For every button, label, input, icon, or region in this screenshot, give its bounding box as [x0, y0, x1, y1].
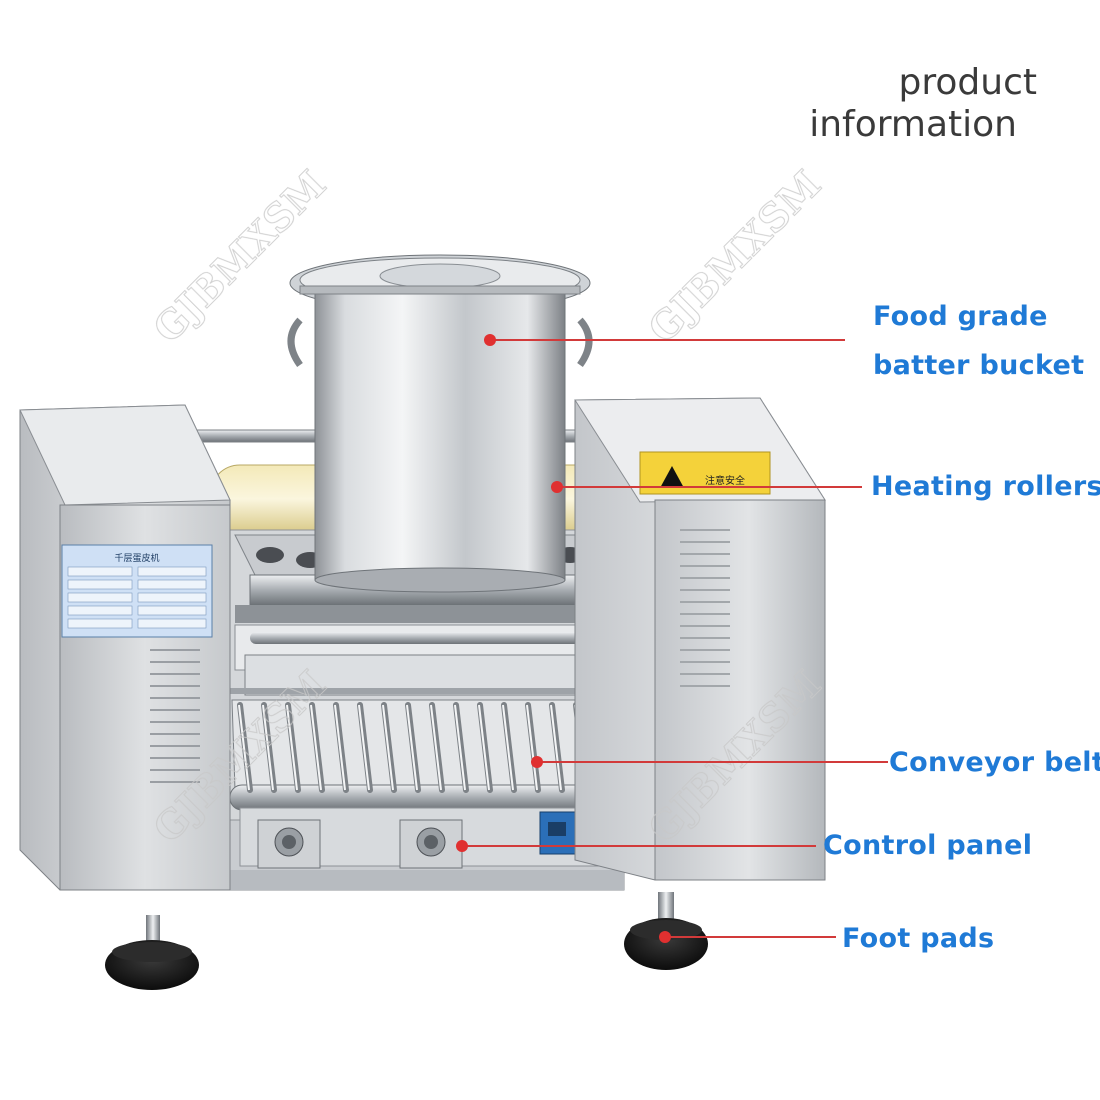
nameplate-cell: [137, 605, 207, 616]
conveyor-rod-highlight: [310, 704, 322, 791]
nameplate-cell: [137, 579, 207, 590]
leader-dot-conveyor: [531, 756, 543, 768]
callout-heating-rollers: Heating rollers: [871, 462, 1100, 511]
conveyor-rod-highlight: [526, 704, 538, 791]
control-panel: [239, 807, 631, 869]
conveyor-rod-highlight: [502, 704, 514, 791]
nameplate-cell: [67, 618, 133, 629]
watermark: GJBMXSM: [145, 161, 335, 351]
callout-foot-line-1: Foot pads: [842, 923, 995, 954]
leader-dot-bucket: [484, 334, 496, 346]
nameplate-cell: [137, 566, 207, 577]
callout-bucket-line-1: Food grade: [873, 301, 1048, 332]
conveyor-rod-highlight: [454, 704, 466, 791]
callout-rollers-line-1: Heating rollers: [871, 471, 1100, 502]
nameplate-cell: [137, 592, 207, 603]
conveyor-rod-highlight: [262, 704, 274, 791]
product-information-heading: product information: [780, 62, 1080, 146]
leader-dot-foot: [659, 931, 671, 943]
callout-foot-pads: Foot pads: [842, 914, 994, 963]
nameplate-cell: [137, 618, 207, 629]
leader-lines: [456, 334, 888, 943]
nameplate-title: 千层蛋皮机: [114, 552, 159, 564]
callout-control-line-1: Control panel: [823, 830, 1033, 861]
callout-conveyor-line-1: Conveyor belt: [889, 747, 1100, 778]
conveyor-rod-highlight: [286, 704, 298, 791]
callout-batter-bucket: Food grade batter bucket: [873, 292, 1084, 390]
leader-dot-rollers: [551, 481, 563, 493]
leader-dot-control: [456, 840, 468, 852]
nameplate-cell: [67, 592, 133, 603]
warning-sticker-text: 注意安全: [705, 474, 745, 487]
callout-control-panel: Control panel: [823, 821, 1032, 870]
nameplate-cell: [67, 579, 133, 590]
conveyor-rod-highlight: [478, 704, 490, 791]
conveyor-rod-highlight: [406, 704, 418, 791]
conveyor-rod-highlight: [430, 704, 442, 791]
callout-bucket-line-2: batter bucket: [873, 350, 1085, 381]
conveyor-rod-highlight: [550, 704, 562, 791]
nameplate-cell: [67, 605, 133, 616]
conveyor-belt: [229, 699, 671, 811]
batter-bucket: [287, 254, 593, 593]
nameplate-cell: [67, 566, 133, 577]
conveyor-rod-highlight: [334, 704, 346, 791]
conveyor-rod-highlight: [238, 704, 250, 791]
conveyor-rod-highlight: [358, 704, 370, 791]
callout-conveyor-belt: Conveyor belt: [889, 738, 1100, 787]
heading-line-2: information: [809, 104, 1017, 145]
conveyor-rod-highlight: [382, 704, 394, 791]
foot-pads: [105, 892, 708, 990]
watermark: GJBMXSM: [640, 161, 830, 351]
tray-assembly: [230, 605, 640, 696]
nameplate: 千层蛋皮机: [61, 544, 213, 638]
right-cabinet: [574, 397, 826, 881]
heading-line-1: product: [898, 62, 1037, 103]
